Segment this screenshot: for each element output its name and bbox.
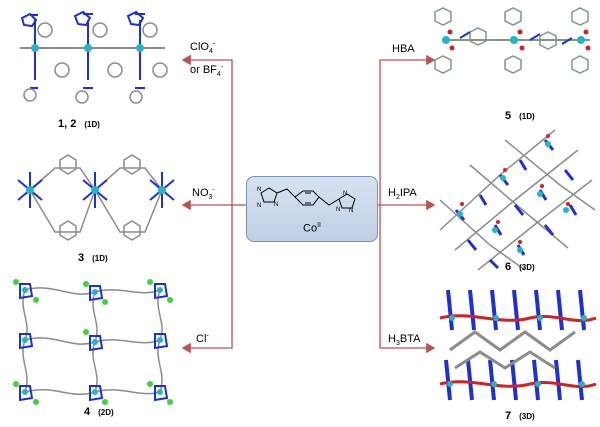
caption-compound-1-2: 1, 2(1D): [58, 118, 100, 130]
structure-1-2-image: [20, 10, 168, 104]
reagent-label-chloride: Cl-: [196, 332, 209, 345]
right-arrows: [376, 54, 436, 354]
caption-compound-6: 6(3D): [505, 261, 535, 273]
svg-text:N: N: [274, 202, 278, 208]
reagent-label-hba: HBA: [392, 43, 415, 55]
structure-4-image: [13, 279, 173, 405]
ligand-box: N N N N N N CoII: [246, 176, 378, 242]
structure-6-image: [439, 129, 596, 271]
structure-3-image: [17, 154, 175, 241]
arrow-to-4: [181, 205, 233, 354]
reagent-label-nitrate: NO3-: [192, 186, 215, 202]
arrow-to-7: [379, 205, 436, 354]
caption-compound-5: 5(1D): [505, 110, 535, 122]
svg-text:N: N: [257, 203, 261, 209]
reagent-label-tetrafluoroborate: or BF4-: [190, 63, 224, 79]
arrow-to-1-2: [181, 54, 246, 206]
svg-text:N: N: [349, 208, 353, 214]
reagent-label-perchlorate: ClO4-: [190, 40, 216, 56]
reagent-label-h3bta: H3BTA: [388, 333, 421, 348]
caption-compound-7: 7(3D): [505, 410, 535, 422]
svg-text:N: N: [343, 191, 347, 197]
arrow-to-5: [376, 54, 436, 206]
metal-ion-label: CoII: [303, 222, 321, 235]
svg-text:N: N: [336, 207, 340, 213]
structure-7-image: [439, 289, 597, 401]
caption-compound-4: 4(2D): [84, 406, 114, 418]
svg-text:N: N: [257, 187, 261, 193]
ligand-structure-image: N N N N N N: [257, 187, 356, 214]
structure-5-image: [434, 7, 591, 74]
left-arrows: [181, 54, 246, 354]
caption-compound-3: 3(1D): [78, 252, 108, 264]
reagent-label-h2ipa: H2IPA: [388, 187, 417, 202]
